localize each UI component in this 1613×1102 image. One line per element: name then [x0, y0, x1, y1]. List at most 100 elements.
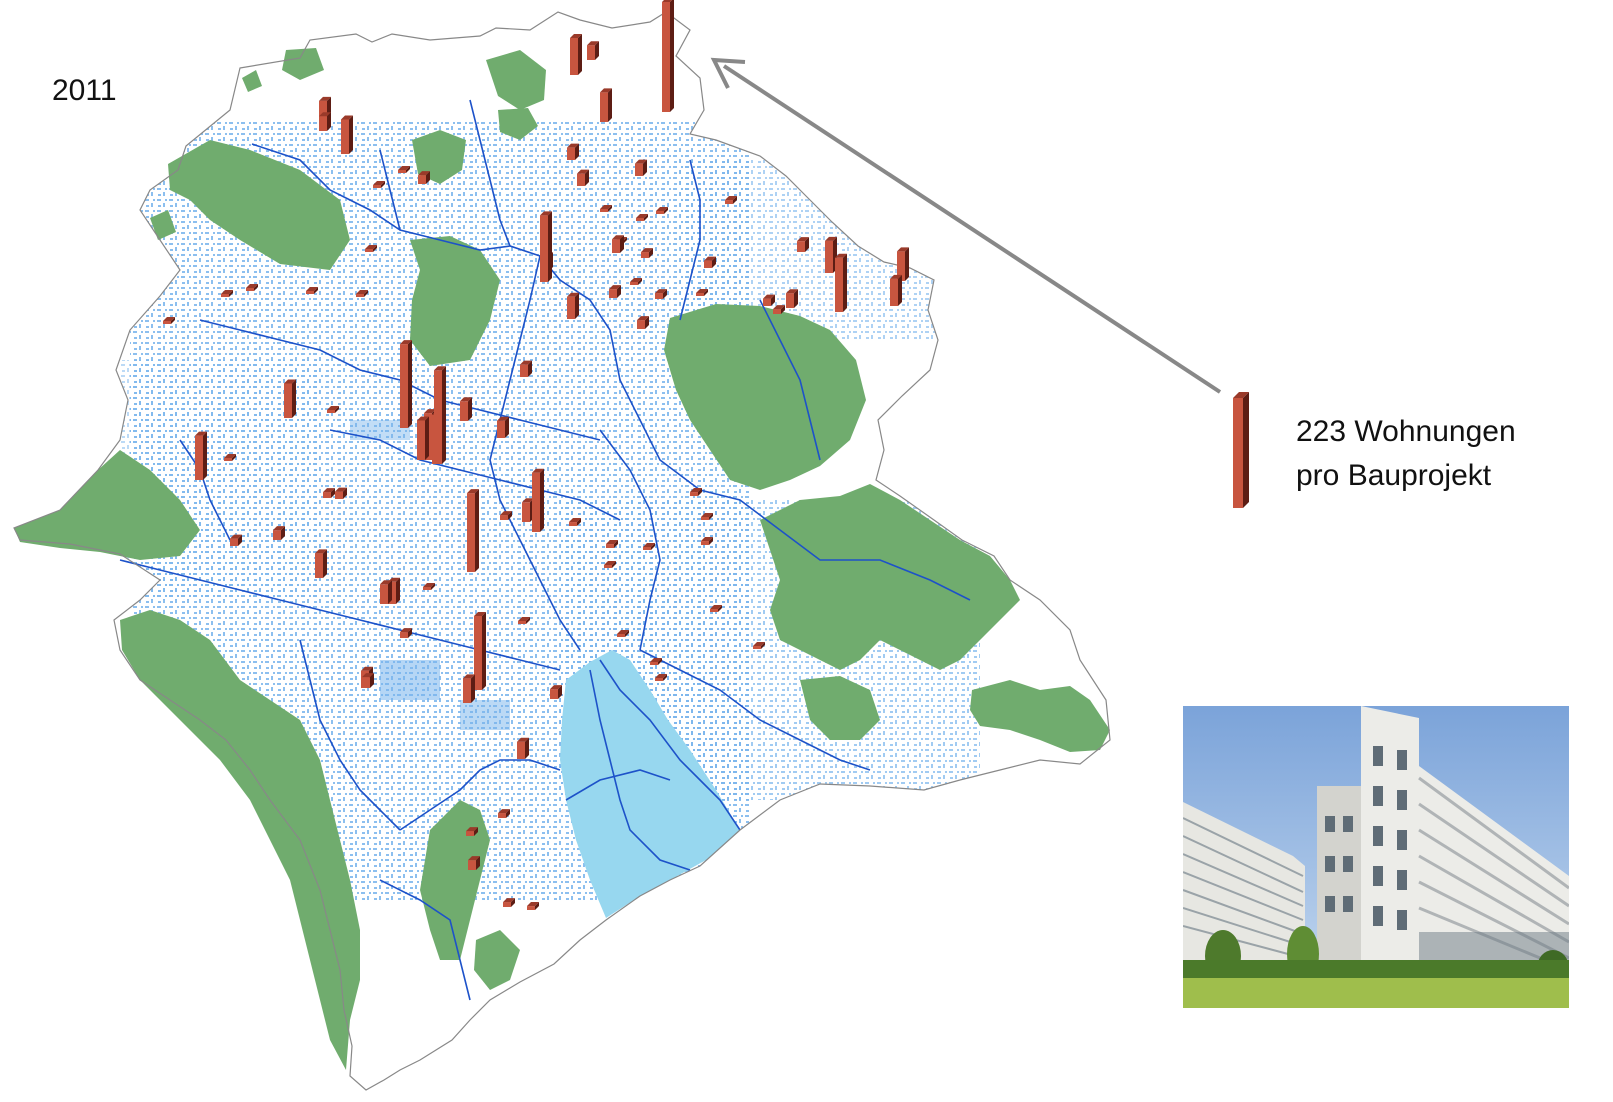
- project-bar-top: [527, 902, 539, 907]
- project-bar-side: [643, 159, 647, 176]
- project-bar-top: [587, 41, 599, 46]
- project-bar-side: [761, 642, 765, 649]
- project-bar-front: [630, 282, 638, 285]
- project-bar-top: [468, 856, 480, 861]
- project-bar: [418, 171, 430, 184]
- project-bar-side: [585, 169, 589, 186]
- project-bar-top: [373, 181, 385, 185]
- project-bar-side: [575, 143, 579, 160]
- project-bar-side: [254, 284, 258, 291]
- project-bar: [373, 181, 385, 188]
- project-bar: [567, 292, 579, 319]
- project-bar-front: [273, 530, 281, 540]
- project-bar-front: [466, 831, 474, 836]
- project-bar-top: [467, 489, 479, 494]
- project-bar-front: [315, 553, 323, 578]
- project-bar-side: [649, 248, 653, 258]
- project-bar-front: [417, 420, 425, 460]
- project-bar: [497, 416, 509, 438]
- project-bar: [655, 289, 667, 299]
- legend-text: 223 Wohnungen pro Bauprojekt: [1296, 410, 1516, 498]
- project-bar-front: [797, 241, 805, 252]
- project-bar: [690, 488, 702, 496]
- project-bar: [636, 214, 648, 221]
- project-bar-top: [195, 431, 207, 436]
- project-bar: [474, 612, 486, 690]
- building-photo: [1183, 706, 1569, 1008]
- project-bar-top: [500, 511, 512, 516]
- project-bar-side: [426, 171, 430, 184]
- project-bar: [662, 0, 674, 112]
- project-bar-front: [284, 383, 292, 418]
- project-bar-front: [835, 257, 843, 312]
- project-bar-front: [662, 2, 670, 112]
- project-bar-front: [753, 646, 761, 649]
- project-bar: [600, 205, 612, 212]
- project-bar-top: [606, 540, 618, 545]
- project-bar-top: [315, 549, 327, 554]
- project-bar-side: [535, 902, 539, 910]
- project-bar-side: [406, 166, 410, 173]
- project-bar-side: [232, 454, 236, 461]
- project-bar-top: [609, 285, 621, 290]
- project-bar: [319, 112, 331, 131]
- project-bar: [195, 431, 207, 480]
- project-bar-front: [221, 294, 229, 297]
- project-bar-top: [550, 685, 562, 690]
- project-bar-front: [527, 906, 535, 910]
- forest-areas: [14, 48, 1110, 1070]
- project-bar-side: [370, 673, 374, 688]
- project-bar-front: [650, 662, 658, 665]
- legend-unit-line: pro Bauprojekt: [1296, 459, 1492, 492]
- project-bar-front: [890, 278, 898, 306]
- project-bar: [655, 674, 667, 681]
- project-bar-side: [625, 630, 629, 637]
- project-bar: [606, 540, 618, 548]
- project-bar-front: [763, 298, 771, 306]
- project-bar: [273, 526, 285, 540]
- project-bar-side: [614, 540, 618, 548]
- legend-bar-side: [1243, 392, 1249, 508]
- project-bar-side: [388, 580, 392, 604]
- project-bar-side: [314, 287, 318, 294]
- project-bar: [434, 366, 446, 464]
- project-bar-top: [641, 248, 653, 253]
- project-bar-side: [471, 674, 475, 703]
- project-bar-top: [701, 513, 713, 517]
- project-bar-side: [349, 115, 353, 154]
- project-bar-side: [805, 237, 809, 252]
- project-bar-top: [341, 115, 353, 120]
- project-bar: [500, 511, 512, 520]
- project-bar-side: [171, 317, 175, 324]
- project-bar: [306, 287, 318, 294]
- project-bar-side: [595, 41, 599, 60]
- project-bar-side: [343, 487, 347, 499]
- project-bar-front: [163, 321, 171, 324]
- project-bar-top: [460, 397, 472, 402]
- project-bar: [696, 289, 708, 296]
- project-bar-top: [890, 274, 902, 279]
- project-bar-top: [604, 561, 616, 565]
- project-bar-top: [577, 169, 589, 174]
- project-bar: [550, 685, 562, 699]
- project-bar-side: [525, 737, 529, 759]
- project-bar-top: [327, 406, 339, 410]
- project-bar: [356, 290, 368, 297]
- project-bar: [753, 642, 765, 649]
- project-bar-front: [341, 119, 349, 154]
- project-bar-top: [600, 88, 612, 93]
- project-bar-top: [365, 245, 377, 249]
- project-bar-top: [696, 289, 708, 293]
- project-bar-top: [825, 236, 837, 241]
- project-bar-top: [434, 366, 446, 371]
- project-bar-front: [224, 458, 232, 461]
- project-bar: [518, 617, 530, 624]
- project-bar-front: [230, 538, 238, 546]
- project-bar-front: [567, 147, 575, 160]
- project-bar-front: [356, 294, 364, 297]
- project-bar-side: [617, 285, 621, 298]
- project-bar: [327, 406, 339, 413]
- project-bar-top: [273, 526, 285, 531]
- project-bar: [284, 379, 296, 418]
- project-bar-front: [643, 547, 651, 550]
